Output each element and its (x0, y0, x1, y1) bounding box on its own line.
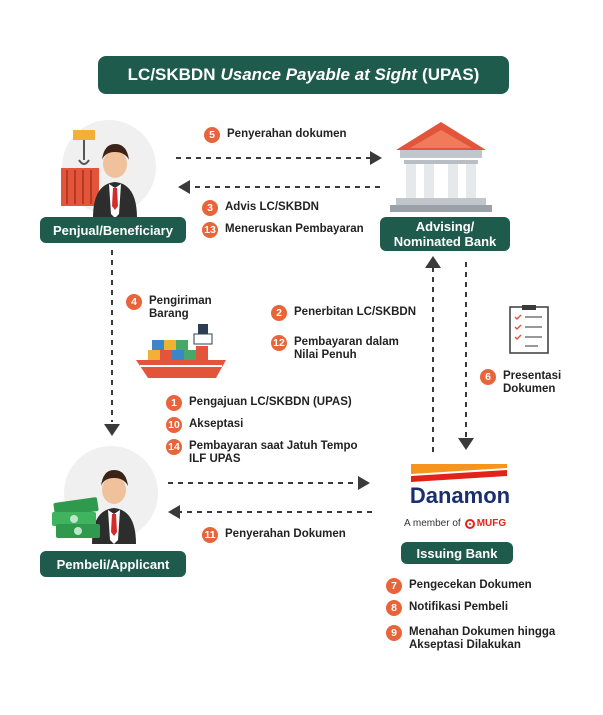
danamon-wordmark: Danamon (409, 483, 511, 508)
arrowhead-left-1 (178, 180, 190, 194)
step-2: 2 Penerbitan LC/SKBDN (271, 305, 416, 321)
step-text: Penyerahan dokumen (227, 128, 347, 141)
step-number-badge: 8 (386, 600, 402, 616)
step-text-line: Menahan Dokumen hingga (409, 626, 556, 638)
mufg-logo-icon (464, 518, 475, 529)
step-text-line: Penyerahan Dokumen (225, 528, 346, 540)
arrowhead-left-2 (168, 505, 180, 519)
step-number-badge: 10 (166, 417, 182, 433)
member-text: A member of (404, 518, 461, 529)
step-text-line: Pembayaran dalam (294, 336, 399, 348)
step-number-badge: 3 (202, 200, 218, 216)
step-number-badge: 5 (204, 127, 220, 143)
step-number-badge: 11 (202, 527, 218, 543)
step-number-badge: 4 (126, 294, 142, 310)
step-text-line: Barang (149, 308, 189, 320)
step-text: Penyerahan Dokumen (225, 528, 346, 541)
seller-illustration (61, 130, 137, 218)
mufg-text: MUFG (476, 518, 507, 529)
diagram-title: LC/SKBDN Usance Payable at Sight (UPAS) (98, 56, 509, 94)
step-10: 10 Akseptasi (166, 417, 243, 433)
applicant-label: Pembeli/Applicant (40, 551, 186, 577)
step-text-line: Notifikasi Pembeli (409, 601, 509, 613)
step-number-badge: 6 (480, 369, 496, 385)
buyer-illustration (52, 470, 136, 544)
step-number-badge: 9 (386, 625, 402, 641)
step-text: Penerbitan LC/SKBDN (294, 306, 416, 319)
step-text-line: Advis LC/SKBDN (225, 201, 319, 213)
arrowhead-down-2 (458, 438, 474, 450)
money-stack-icon (52, 497, 100, 538)
step-text-line: Pengecekan Dokumen (409, 579, 532, 591)
step-text-line: Presentasi (503, 370, 562, 382)
step-text-line: Penyerahan dokumen (227, 128, 347, 140)
beneficiary-label: Penjual/Beneficiary (40, 217, 186, 243)
title-suffix: (UPAS) (422, 65, 480, 84)
step-text: Pengajuan LC/SKBDN (UPAS) (189, 396, 352, 409)
advising-line2: Nominated Bank (393, 234, 497, 249)
step-text-line: Akseptasi (189, 418, 244, 430)
arrowhead-down-1 (104, 424, 120, 436)
step-number-badge: 1 (166, 395, 182, 411)
title-italic: Usance Payable at Sight (220, 65, 418, 84)
step-number-badge: 13 (202, 222, 218, 238)
step-5: 5 Penyerahan dokumen (204, 127, 347, 143)
arrowhead-right-1 (370, 151, 382, 165)
step-8: 8 Notifikasi Pembeli (386, 600, 508, 616)
step-text-line: ILF UPAS (189, 453, 241, 465)
arrowhead-up-1 (425, 256, 441, 268)
step-13: 13 Meneruskan Pembayaran (202, 222, 364, 238)
step-text: Notifikasi Pembeli (409, 601, 508, 614)
step-text: Pengecekan Dokumen (409, 579, 532, 592)
step-3: 3 Advis LC/SKBDN (202, 200, 319, 216)
bank-building-icon (390, 122, 492, 212)
step-number-badge: 12 (271, 335, 287, 351)
cargo-ship-icon (136, 324, 226, 378)
step-text-line: Pembayaran saat Jatuh Tempo (189, 440, 358, 452)
step-text-line: Nilai Penuh (294, 349, 357, 361)
title-prefix: LC/SKBDN (127, 65, 216, 84)
step-number-badge: 7 (386, 578, 402, 594)
step-text: Meneruskan Pembayaran (225, 223, 364, 236)
step-7: 7 Pengecekan Dokumen (386, 578, 532, 594)
issuing-bank-label: Issuing Bank (401, 542, 513, 564)
step-1: 1 Pengajuan LC/SKBDN (UPAS) (166, 395, 352, 411)
advising-line1: Advising/ (415, 219, 475, 234)
step-11: 11 Penyerahan Dokumen (202, 527, 346, 543)
step-number-badge: 2 (271, 305, 287, 321)
danamon-logo-mark (411, 464, 507, 482)
step-text: Akseptasi (189, 418, 243, 431)
advising-bank-label: Advising/ Nominated Bank (380, 217, 510, 251)
crane-icon (73, 130, 95, 140)
arrowhead-right-2 (358, 476, 370, 490)
step-text-line: Akseptasi Dilakukan (409, 639, 521, 651)
step-text-line: Pengiriman (149, 295, 212, 307)
step-text-line: Dokumen (503, 383, 556, 395)
step-text-line: Penerbitan LC/SKBDN (294, 306, 417, 318)
mufg-member-line: A member of MUFG (404, 518, 524, 529)
step-text-line: Meneruskan Pembayaran (225, 223, 364, 235)
step-text: Advis LC/SKBDN (225, 201, 319, 214)
step-number-badge: 14 (166, 439, 182, 455)
step-text-line: Pengajuan LC/SKBDN (UPAS) (189, 396, 352, 408)
document-checklist-icon (509, 305, 549, 354)
